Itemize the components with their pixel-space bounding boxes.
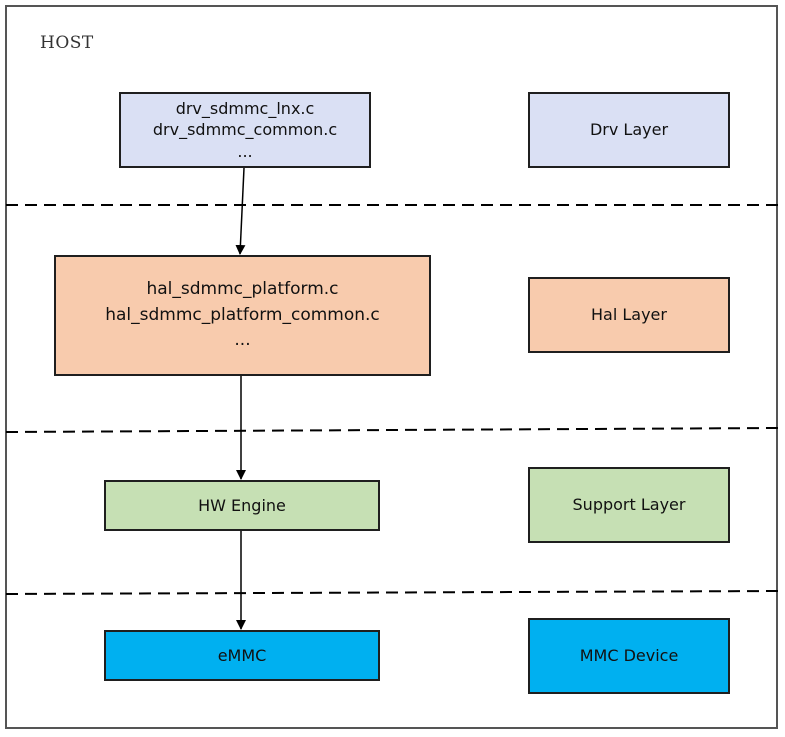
mmc-device-layer-label: MMC Device — [579, 646, 679, 666]
hw-engine-label: HW Engine — [198, 495, 286, 515]
hw-engine-box: HW Engine — [104, 480, 380, 531]
emmc-label: eMMC — [217, 645, 267, 665]
drv-file-more: ... — [237, 141, 253, 161]
support-layer-box: Support Layer — [528, 467, 730, 543]
drv-file-2: drv_sdmmc_common.c — [152, 120, 338, 140]
support-layer-label: Support Layer — [572, 495, 686, 515]
drv-layer-label: Drv Layer — [589, 120, 669, 140]
hal-file-1: hal_sdmmc_platform.c — [146, 279, 339, 300]
hal-layer-box: Hal Layer — [528, 277, 730, 353]
host-label: HOST — [40, 33, 94, 53]
mmc-device-layer-box: MMC Device — [528, 618, 730, 694]
hal-files-box: hal_sdmmc_platform.c hal_sdmmc_platform_… — [54, 255, 431, 376]
drv-layer-box: Drv Layer — [528, 92, 730, 168]
drv-file-1: drv_sdmmc_lnx.c — [175, 98, 315, 118]
hal-file-more: ... — [234, 330, 251, 351]
emmc-box: eMMC — [104, 630, 380, 681]
drv-files-box: drv_sdmmc_lnx.c drv_sdmmc_common.c ... — [119, 92, 371, 168]
host-frame — [5, 5, 778, 729]
hal-layer-label: Hal Layer — [591, 305, 667, 325]
hal-file-2: hal_sdmmc_platform_common.c — [105, 304, 380, 325]
